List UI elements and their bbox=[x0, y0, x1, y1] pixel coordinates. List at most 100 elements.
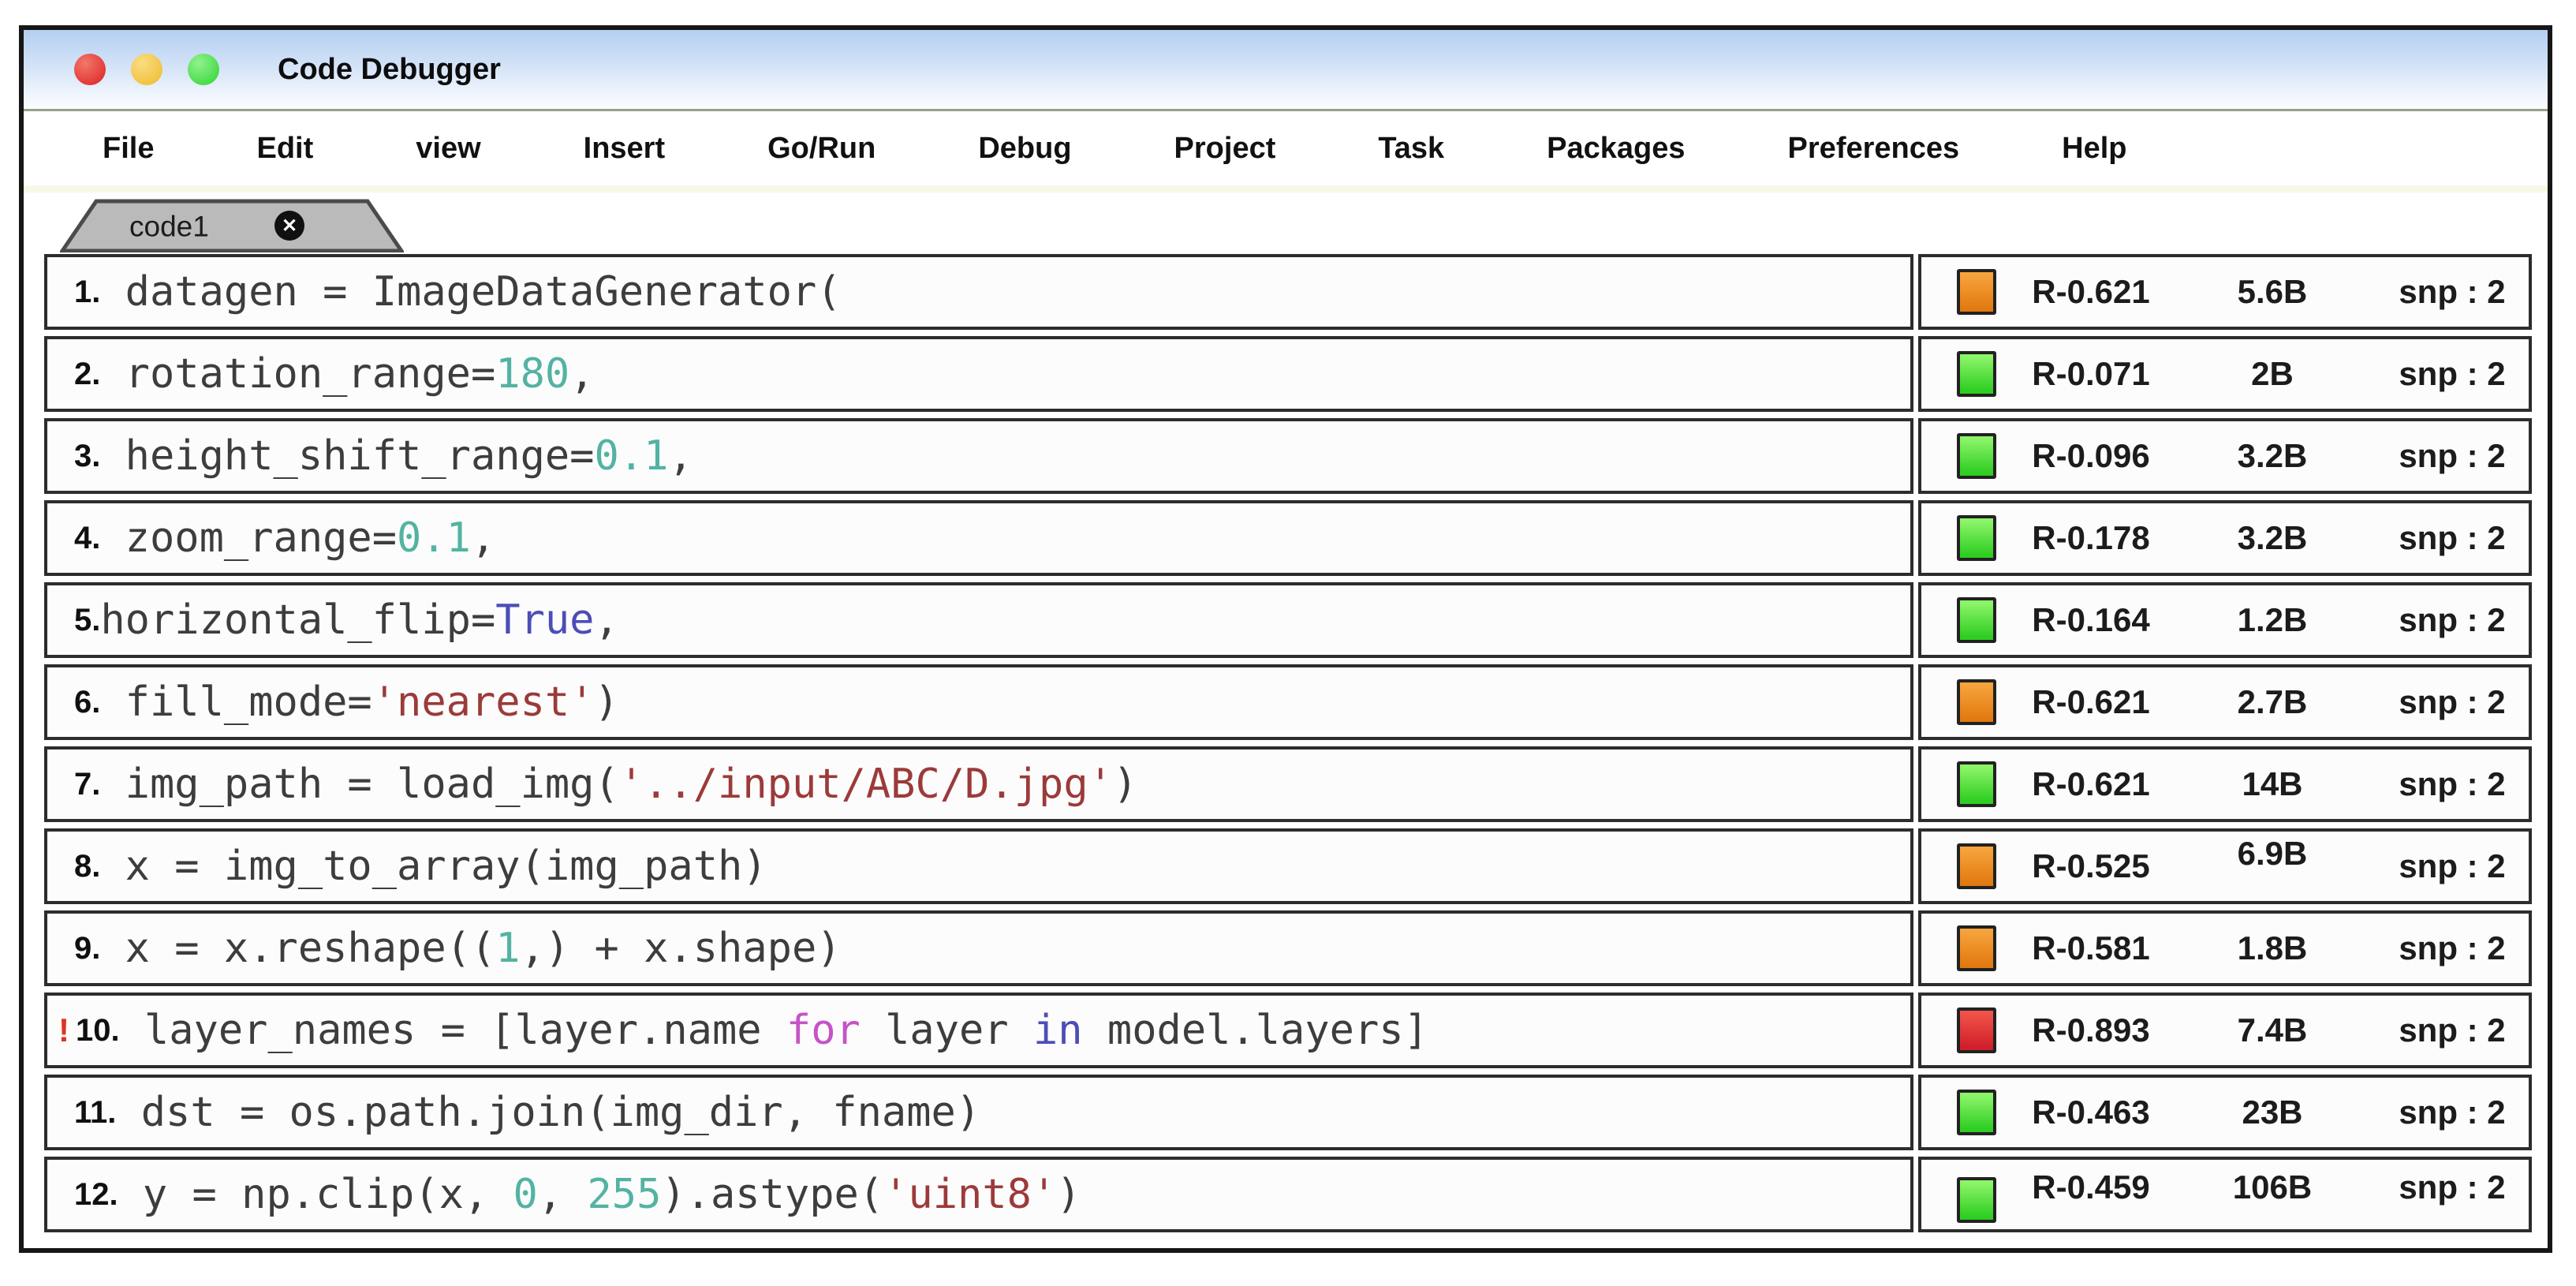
code-text: y = np.clip(x, 0, 255).astype('uint8') bbox=[118, 1171, 1081, 1218]
code-text: layer_names = [layer.name for layer in m… bbox=[120, 1007, 1428, 1054]
size-value: 1.8B bbox=[2237, 929, 2308, 966]
code-text: x = img_to_array(img_path) bbox=[100, 843, 767, 890]
r-value: R-0.525 bbox=[2032, 847, 2150, 884]
code-line[interactable]: 6. fill_mode='nearest') bbox=[44, 664, 1913, 740]
snp-count: snp : 2 bbox=[2399, 519, 2506, 556]
code-token: , bbox=[569, 350, 595, 398]
code-token: x = img_to_array(img_path) bbox=[100, 843, 767, 890]
code-line[interactable]: 12. y = np.clip(x, 0, 255).astype('uint8… bbox=[44, 1157, 1913, 1232]
code-row: 5.horizontal_flip=True, R-0.164 1.2B snp : … bbox=[44, 582, 2532, 658]
tab-code1[interactable]: code1 ✕ bbox=[60, 199, 404, 252]
menu-item-task[interactable]: Task bbox=[1378, 131, 1445, 165]
tab-bar: code1 ✕ bbox=[24, 193, 2548, 252]
snp-count: snp : 2 bbox=[2399, 683, 2506, 720]
r-value: R-0.621 bbox=[2032, 683, 2150, 720]
window-title: Code Debugger bbox=[278, 52, 501, 86]
code-line[interactable]: 9. x = x.reshape((1,) + x.shape) bbox=[44, 910, 1913, 986]
menu-item-edit[interactable]: Edit bbox=[256, 131, 314, 165]
status-square-orange bbox=[1957, 843, 1996, 889]
code-line[interactable]: !10. layer_names = [layer.name for layer… bbox=[44, 993, 1913, 1068]
code-row: 12. y = np.clip(x, 0, 255).astype('uint8… bbox=[44, 1157, 2532, 1232]
code-token: fill_mode= bbox=[100, 679, 372, 726]
code-text: horizontal_flip=True, bbox=[100, 596, 618, 644]
menu-item-insert[interactable]: Insert bbox=[583, 131, 666, 165]
status-square-orange bbox=[1957, 269, 1996, 315]
code-token: horizontal_flip= bbox=[100, 596, 496, 644]
menu-item-file[interactable]: File bbox=[103, 131, 155, 165]
menu-item-preferences[interactable]: Preferences bbox=[1787, 131, 1960, 165]
code-line[interactable]: 5.horizontal_flip=True, bbox=[44, 582, 1913, 658]
code-line[interactable]: 3. height_shift_range=0.1, bbox=[44, 418, 1913, 494]
snp-count: snp : 2 bbox=[2399, 601, 2506, 638]
status-square-red bbox=[1957, 1007, 1996, 1053]
line-number: 6. bbox=[74, 684, 101, 720]
line-number: 12. bbox=[74, 1176, 118, 1212]
size-value: 14B bbox=[2242, 765, 2303, 802]
tab-label: code1 bbox=[129, 210, 209, 243]
menu-item-project[interactable]: Project bbox=[1174, 131, 1276, 165]
line-number: 7. bbox=[74, 766, 101, 802]
tab-close-icon[interactable]: ✕ bbox=[274, 211, 304, 241]
code-token: rotation_range= bbox=[100, 350, 496, 398]
size-value: 1.2B bbox=[2237, 601, 2308, 638]
code-text: img_path = load_img('../input/ABC/D.jpg'… bbox=[100, 761, 1138, 808]
status-square-green bbox=[1957, 761, 1996, 807]
code-token: , bbox=[537, 1171, 588, 1218]
code-text: rotation_range=180, bbox=[100, 350, 595, 398]
line-number: 11. bbox=[74, 1094, 117, 1130]
code-line[interactable]: 11. dst = os.path.join(img_dir, fname) bbox=[44, 1075, 1913, 1150]
size-value: 3.2B bbox=[2237, 519, 2308, 556]
r-value: R-0.096 bbox=[2032, 437, 2150, 474]
code-token: zoom_range= bbox=[100, 514, 398, 562]
code-line[interactable]: 4. zoom_range=0.1, bbox=[44, 500, 1913, 576]
code-line[interactable]: 7. img_path = load_img('../input/ABC/D.j… bbox=[44, 746, 1913, 822]
code-token: img_path = load_img( bbox=[100, 761, 619, 808]
size-value: 106B bbox=[2232, 1168, 2313, 1206]
code-token: '../input/ABC/D.jpg' bbox=[618, 761, 1113, 808]
menu-item-debug[interactable]: Debug bbox=[978, 131, 1072, 165]
r-value: R-0.621 bbox=[2032, 273, 2150, 310]
code-line[interactable]: 8. x = img_to_array(img_path) bbox=[44, 828, 1913, 904]
traffic-light-minimize-button[interactable] bbox=[131, 54, 162, 85]
code-token: 0.1 bbox=[397, 514, 471, 562]
code-line[interactable]: 1. datagen = ImageDataGenerator( bbox=[44, 254, 1913, 330]
status-square-orange bbox=[1957, 925, 1996, 971]
code-text: x = x.reshape((1,) + x.shape) bbox=[100, 925, 842, 972]
snp-count: snp : 2 bbox=[2399, 929, 2506, 966]
r-value: R-0.164 bbox=[2032, 601, 2150, 638]
code-token: 'nearest' bbox=[371, 679, 595, 726]
menu-item-packages[interactable]: Packages bbox=[1547, 131, 1686, 165]
code-row: 7. img_path = load_img('../input/ABC/D.j… bbox=[44, 746, 2532, 822]
code-token: 0.1 bbox=[594, 432, 669, 480]
snp-count: snp : 2 bbox=[2399, 437, 2506, 474]
code-row: 3. height_shift_range=0.1, R-0.096 3.2B snp… bbox=[44, 418, 2532, 494]
status-square-green bbox=[1957, 351, 1996, 397]
code-line[interactable]: 2. rotation_range=180, bbox=[44, 336, 1913, 412]
traffic-light-close-button[interactable] bbox=[74, 54, 106, 85]
menu-item-view[interactable]: view bbox=[416, 131, 481, 165]
warning-bang-icon: ! bbox=[58, 1011, 69, 1049]
code-token: , bbox=[668, 432, 693, 480]
status-square-green bbox=[1957, 597, 1996, 643]
code-text: datagen = ImageDataGenerator( bbox=[100, 268, 842, 316]
size-value: 3.2B bbox=[2237, 437, 2308, 474]
r-value: R-0.463 bbox=[2032, 1093, 2150, 1131]
menu-bar: File Edit view Insert Go/Run Debug Project Task… bbox=[24, 111, 2548, 185]
line-number: 3. bbox=[74, 438, 101, 473]
status-square-green bbox=[1957, 515, 1996, 561]
menu-item-help[interactable]: Help bbox=[2062, 131, 2127, 165]
menu-item-go-run[interactable]: Go/Run bbox=[767, 131, 876, 165]
line-number: 1. bbox=[74, 274, 101, 309]
snp-count: snp : 2 bbox=[2399, 765, 2506, 802]
traffic-light-zoom-button[interactable] bbox=[188, 54, 219, 85]
code-token: ) bbox=[594, 679, 619, 726]
code-token: x = x.reshape(( bbox=[100, 925, 496, 972]
